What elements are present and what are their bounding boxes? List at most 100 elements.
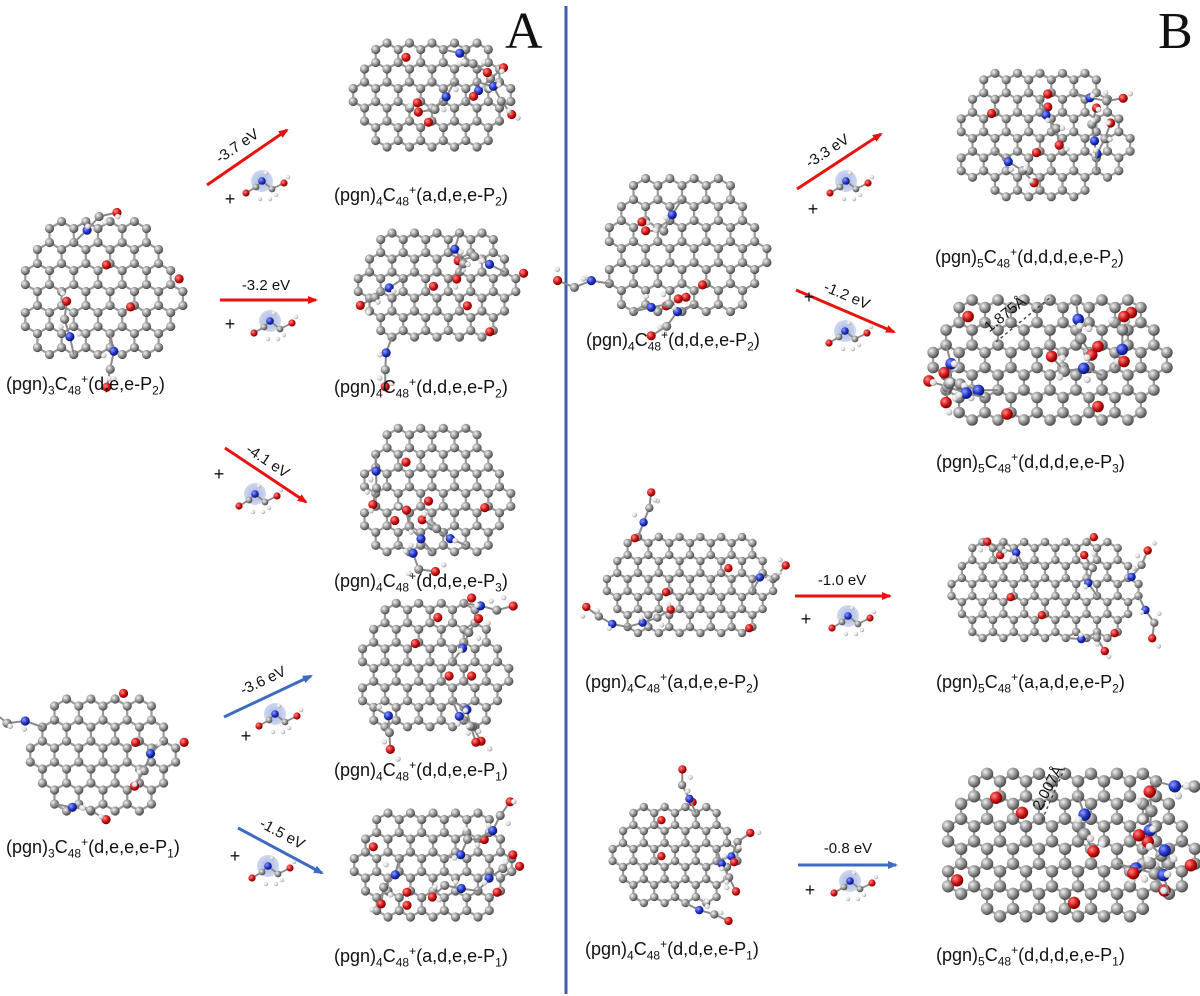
reaction-energy: -0.8 eV [824,840,872,857]
carbon-atom [633,604,643,614]
carbon-atom [382,38,392,48]
carbon-atom [416,449,426,459]
carbon-atom [702,838,711,848]
hydrogen-atom [367,476,374,483]
carbon-atom [650,892,659,902]
carbon-atom [1084,857,1098,870]
carbon-atom [44,321,55,332]
carbon-atom [404,482,415,492]
carbon-atom [941,865,955,878]
carbon-atom [499,306,510,316]
hydrogen-atom [265,336,271,342]
formula-part: C [984,452,998,472]
carbon-atom [171,757,181,767]
carbon-atom [1032,887,1046,900]
formula-part: 48 [67,846,82,861]
carbon-atom [999,597,1008,607]
hydrogen-atom [756,829,762,836]
carbon-atom [1045,865,1059,878]
carbon-atom [956,114,966,124]
arrow-line [223,674,313,719]
carbon-atom [372,866,382,877]
carbon-atom [382,103,392,113]
carbon-atom [1123,597,1133,607]
carbon-atom [492,644,503,654]
carbon-atom [980,842,994,855]
carbon-atom [1070,414,1082,426]
hydrogen-atom [505,820,511,826]
carbon-atom [1083,316,1095,329]
carbon-atom [421,325,431,336]
carbon-atom [1057,172,1068,182]
hydrogen-atom [1090,551,1097,557]
carbon-atom [62,694,72,704]
arrow-line [237,826,324,875]
carbon-atom [391,663,401,673]
carbon-atom [670,844,680,854]
hydrogen-atom [1149,825,1157,833]
oxygen-atom [1110,629,1119,638]
formula-part: 4 [628,339,635,354]
carbon-atom [594,612,603,621]
carbon-atom [1032,812,1046,825]
formula-part: + [661,328,669,342]
carbon-atom [494,116,505,126]
carbon-atom [391,598,401,608]
formula-part: (pgn) [334,185,377,205]
nitrogen-atom [1116,343,1128,356]
hydrogen-atom [1151,540,1157,546]
carbon-atom [650,880,659,890]
molecule-r2 [0,688,189,825]
carbon-atom [738,299,748,310]
formula-part: (pgn) [936,945,979,965]
carbon-atom [644,610,653,620]
carbon-atom [69,307,79,318]
carbon-atom [379,882,389,892]
nitrogen-atom [456,850,466,860]
carbon-atom [967,790,981,803]
hydrogen-atom [1001,548,1007,554]
carbon-atom [1162,812,1176,825]
hydrogen-atom [1131,565,1137,571]
hydrogen-atom [451,855,458,861]
carbon-atom [20,265,30,276]
carbon-atom [376,325,386,336]
oxygen-atom [376,899,386,909]
carbon-atom [49,743,60,753]
oxygen-atom [413,107,423,117]
carbon-atom [681,826,690,836]
carbon-atom [947,579,956,589]
formula-part: (pgn) [334,377,377,397]
formula-part: + [409,944,417,958]
carbon-atom [1061,573,1071,583]
carbon-atom [439,827,449,838]
formula-part: (d,d,d,e,e-P [1018,945,1113,965]
carbon-atom [1018,339,1030,351]
carbon-atom [134,694,144,704]
carbon-atom [461,501,471,511]
carbon-atom [461,83,471,94]
carbon-atom [427,77,437,87]
carbon-atom [1005,346,1017,359]
carbon-atom [641,285,651,296]
hydrogen-atom [850,346,856,352]
oxygen-atom [401,457,411,467]
oxygen-atom [480,503,490,513]
formula-part: + [409,375,417,389]
carbon-atom [488,286,498,297]
hydrogen-atom [279,877,285,883]
carbon-atom [654,604,663,614]
hydrogen-atom [474,842,481,848]
carbon-atom [1018,294,1030,306]
carbon-atom [473,873,483,883]
formula-part: C [634,330,648,350]
carbon-atom [60,314,70,324]
carbon-atom [449,521,460,531]
carbon-atom [122,743,132,753]
carbon-atom [1030,543,1039,553]
carbon-atom [966,339,978,351]
carbon-atom [449,482,460,492]
carbon-atom [432,228,442,238]
carbon-atom [762,257,772,268]
